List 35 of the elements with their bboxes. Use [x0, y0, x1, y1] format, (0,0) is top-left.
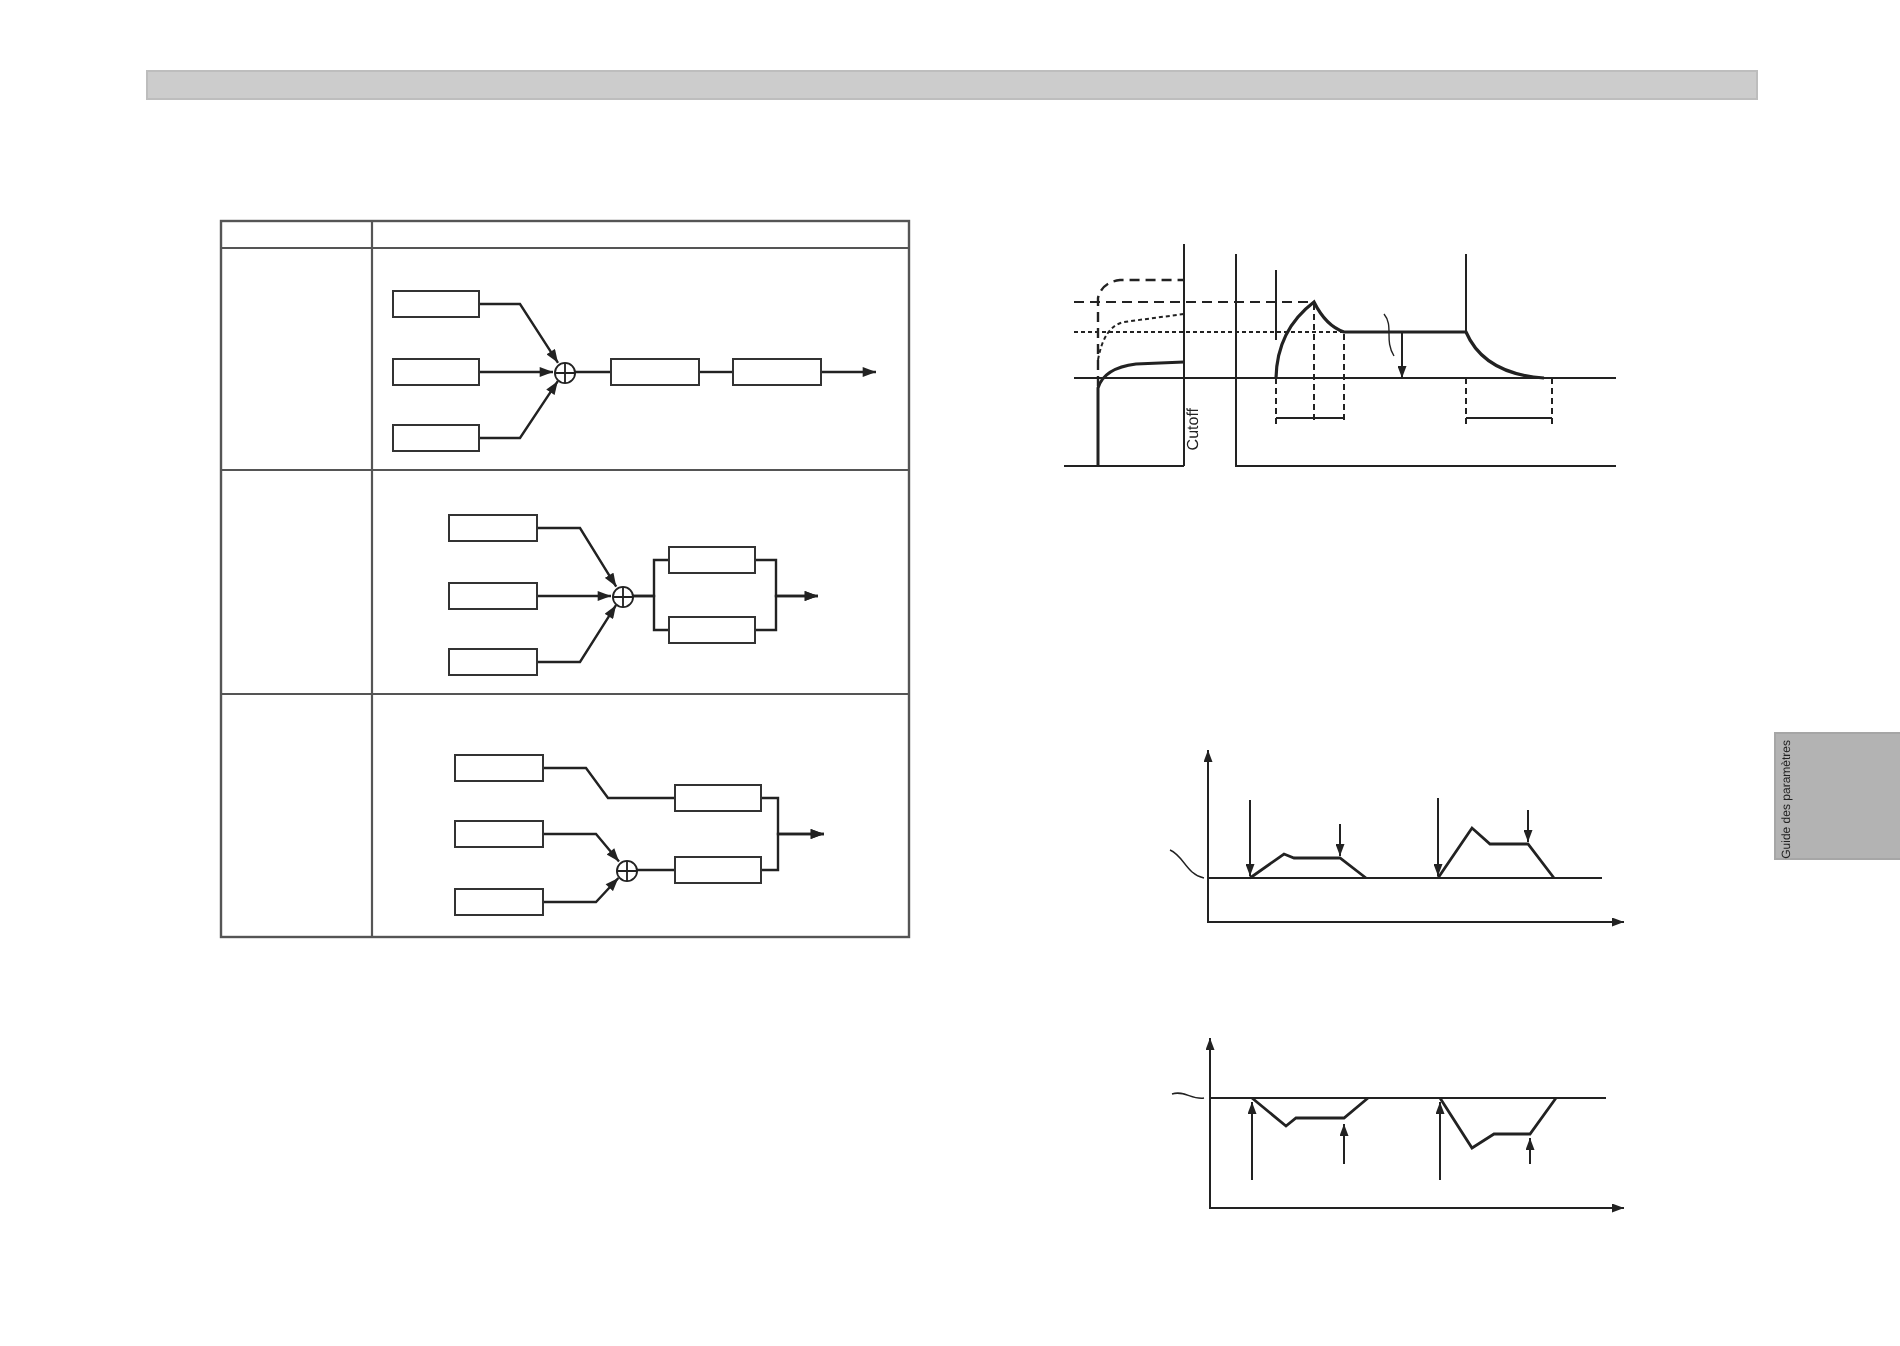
block-box [392, 358, 480, 386]
block-box [674, 784, 762, 812]
arrow [480, 367, 553, 377]
arrow [822, 367, 876, 377]
arrow [762, 829, 824, 872]
summing-junction [615, 859, 637, 881]
arrow [538, 591, 611, 601]
arrow [480, 380, 559, 440]
block-box [392, 290, 480, 318]
block-box [448, 582, 538, 610]
block-box [610, 358, 700, 386]
axis-label: Cutoff [1186, 408, 1202, 451]
connector-line [633, 594, 668, 632]
block-box [448, 514, 538, 542]
block-box [668, 616, 756, 644]
block-box [732, 358, 822, 386]
block-box [448, 648, 538, 676]
arrow [544, 832, 620, 863]
block-box [668, 546, 756, 574]
connector-line [544, 766, 674, 800]
arrow [538, 604, 617, 664]
arrow [544, 877, 620, 904]
connector-line [575, 370, 610, 374]
block-box [674, 856, 762, 884]
block-box [454, 820, 544, 848]
block-box [454, 754, 544, 782]
connector-line [700, 370, 732, 374]
arrow [538, 526, 618, 588]
block-box [392, 424, 480, 452]
summing-junction [611, 585, 633, 607]
arrow [756, 591, 818, 632]
summing-junction [553, 361, 575, 383]
block-box [454, 888, 544, 916]
connector-line [637, 868, 674, 872]
arrow [480, 302, 559, 364]
